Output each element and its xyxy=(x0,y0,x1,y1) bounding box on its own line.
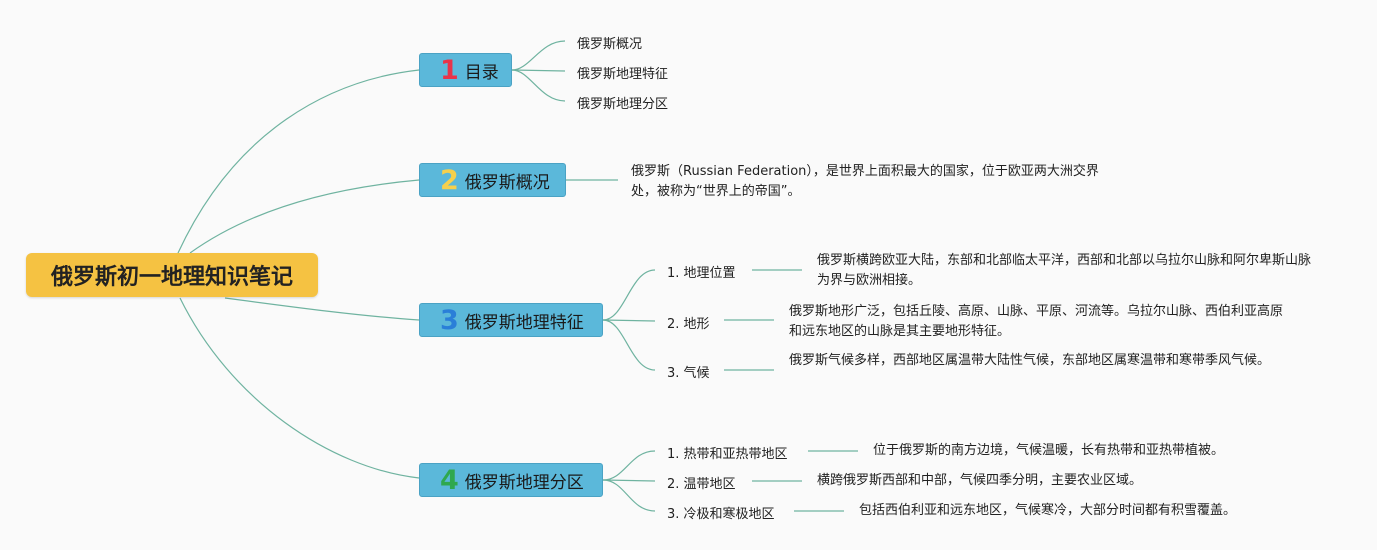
link-b1-c2 xyxy=(511,69,566,72)
branch-number: 3 xyxy=(440,304,459,336)
leaf-contents-regions[interactable]: 俄罗斯地理分区 xyxy=(577,97,669,112)
branch-number: 1 xyxy=(440,54,459,86)
link-root-b3 xyxy=(224,297,420,321)
leaf-climate[interactable]: 3. 气候 xyxy=(667,366,710,381)
link-b3-c2 xyxy=(602,319,656,322)
branch-label: 目录 xyxy=(464,62,499,83)
branch-label: 俄罗斯地理分区 xyxy=(464,472,584,493)
branch-label: 俄罗斯地理特征 xyxy=(464,312,584,333)
link-b1-c3 xyxy=(511,69,566,102)
leaf-tropical-region[interactable]: 1. 热带和亚热带地区 xyxy=(667,447,788,462)
branch-regions[interactable]: 4 俄罗斯地理分区 xyxy=(419,463,603,497)
link-b4-c2 xyxy=(602,479,656,482)
link-b1-c1 xyxy=(511,40,566,71)
branch-number: 2 xyxy=(440,164,459,196)
temperate-description: 横跨俄罗斯西部和中部，气候四季分明，主要农业区域。 xyxy=(817,473,1143,488)
branch-features[interactable]: 3 俄罗斯地理特征 xyxy=(419,303,603,337)
branch-overview[interactable]: 2 俄罗斯概况 xyxy=(419,163,566,197)
link-b3-c1 xyxy=(602,269,656,321)
link-b3-c3 xyxy=(602,319,656,371)
link-root-b4 xyxy=(179,297,420,479)
leaf-contents-features[interactable]: 俄罗斯地理特征 xyxy=(577,67,669,82)
tropical-description: 位于俄罗斯的南方边境，气候温暖，长有热带和亚热带植被。 xyxy=(873,443,1225,458)
leaf-contents-overview[interactable]: 俄罗斯概况 xyxy=(577,37,643,52)
root-title: 俄罗斯初一地理知识笔记 xyxy=(50,265,293,290)
leaf-polar-region[interactable]: 3. 冷极和寒极地区 xyxy=(667,507,775,522)
terrain-description: 俄罗斯地形广泛，包括丘陵、高原、山脉、平原、河流等。乌拉尔山脉、西伯利亚高原和远… xyxy=(789,304,1284,339)
leaf-location[interactable]: 1. 地理位置 xyxy=(667,266,736,281)
link-root-b2 xyxy=(189,179,420,254)
branch-label: 俄罗斯概况 xyxy=(464,172,550,193)
branch-contents[interactable]: 1 目录 xyxy=(419,53,512,87)
link-b4-c3 xyxy=(602,479,656,512)
overview-description: 俄罗斯（Russian Federation），是世界上面积最大的国家，位于欧亚… xyxy=(631,164,1099,199)
leaf-temperate-region[interactable]: 2. 温带地区 xyxy=(667,477,736,492)
root-topic[interactable]: 俄罗斯初一地理知识笔记 xyxy=(26,253,318,297)
location-description: 俄罗斯横跨欧亚大陆，东部和北部临太平洋，西部和北部以乌拉尔山脉和阿尔卑斯山脉为界… xyxy=(817,253,1312,288)
polar-description: 包括西伯利亚和远东地区，气候寒冷，大部分时间都有积雪覆盖。 xyxy=(859,503,1237,518)
climate-description: 俄罗斯气候多样，西部地区属温带大陆性气候，东部地区属寒温带和寒带季风气候。 xyxy=(789,353,1271,368)
link-root-b1 xyxy=(177,69,420,254)
link-b4-c1 xyxy=(602,450,656,481)
leaf-terrain[interactable]: 2. 地形 xyxy=(667,317,710,332)
branch-number: 4 xyxy=(440,464,459,496)
